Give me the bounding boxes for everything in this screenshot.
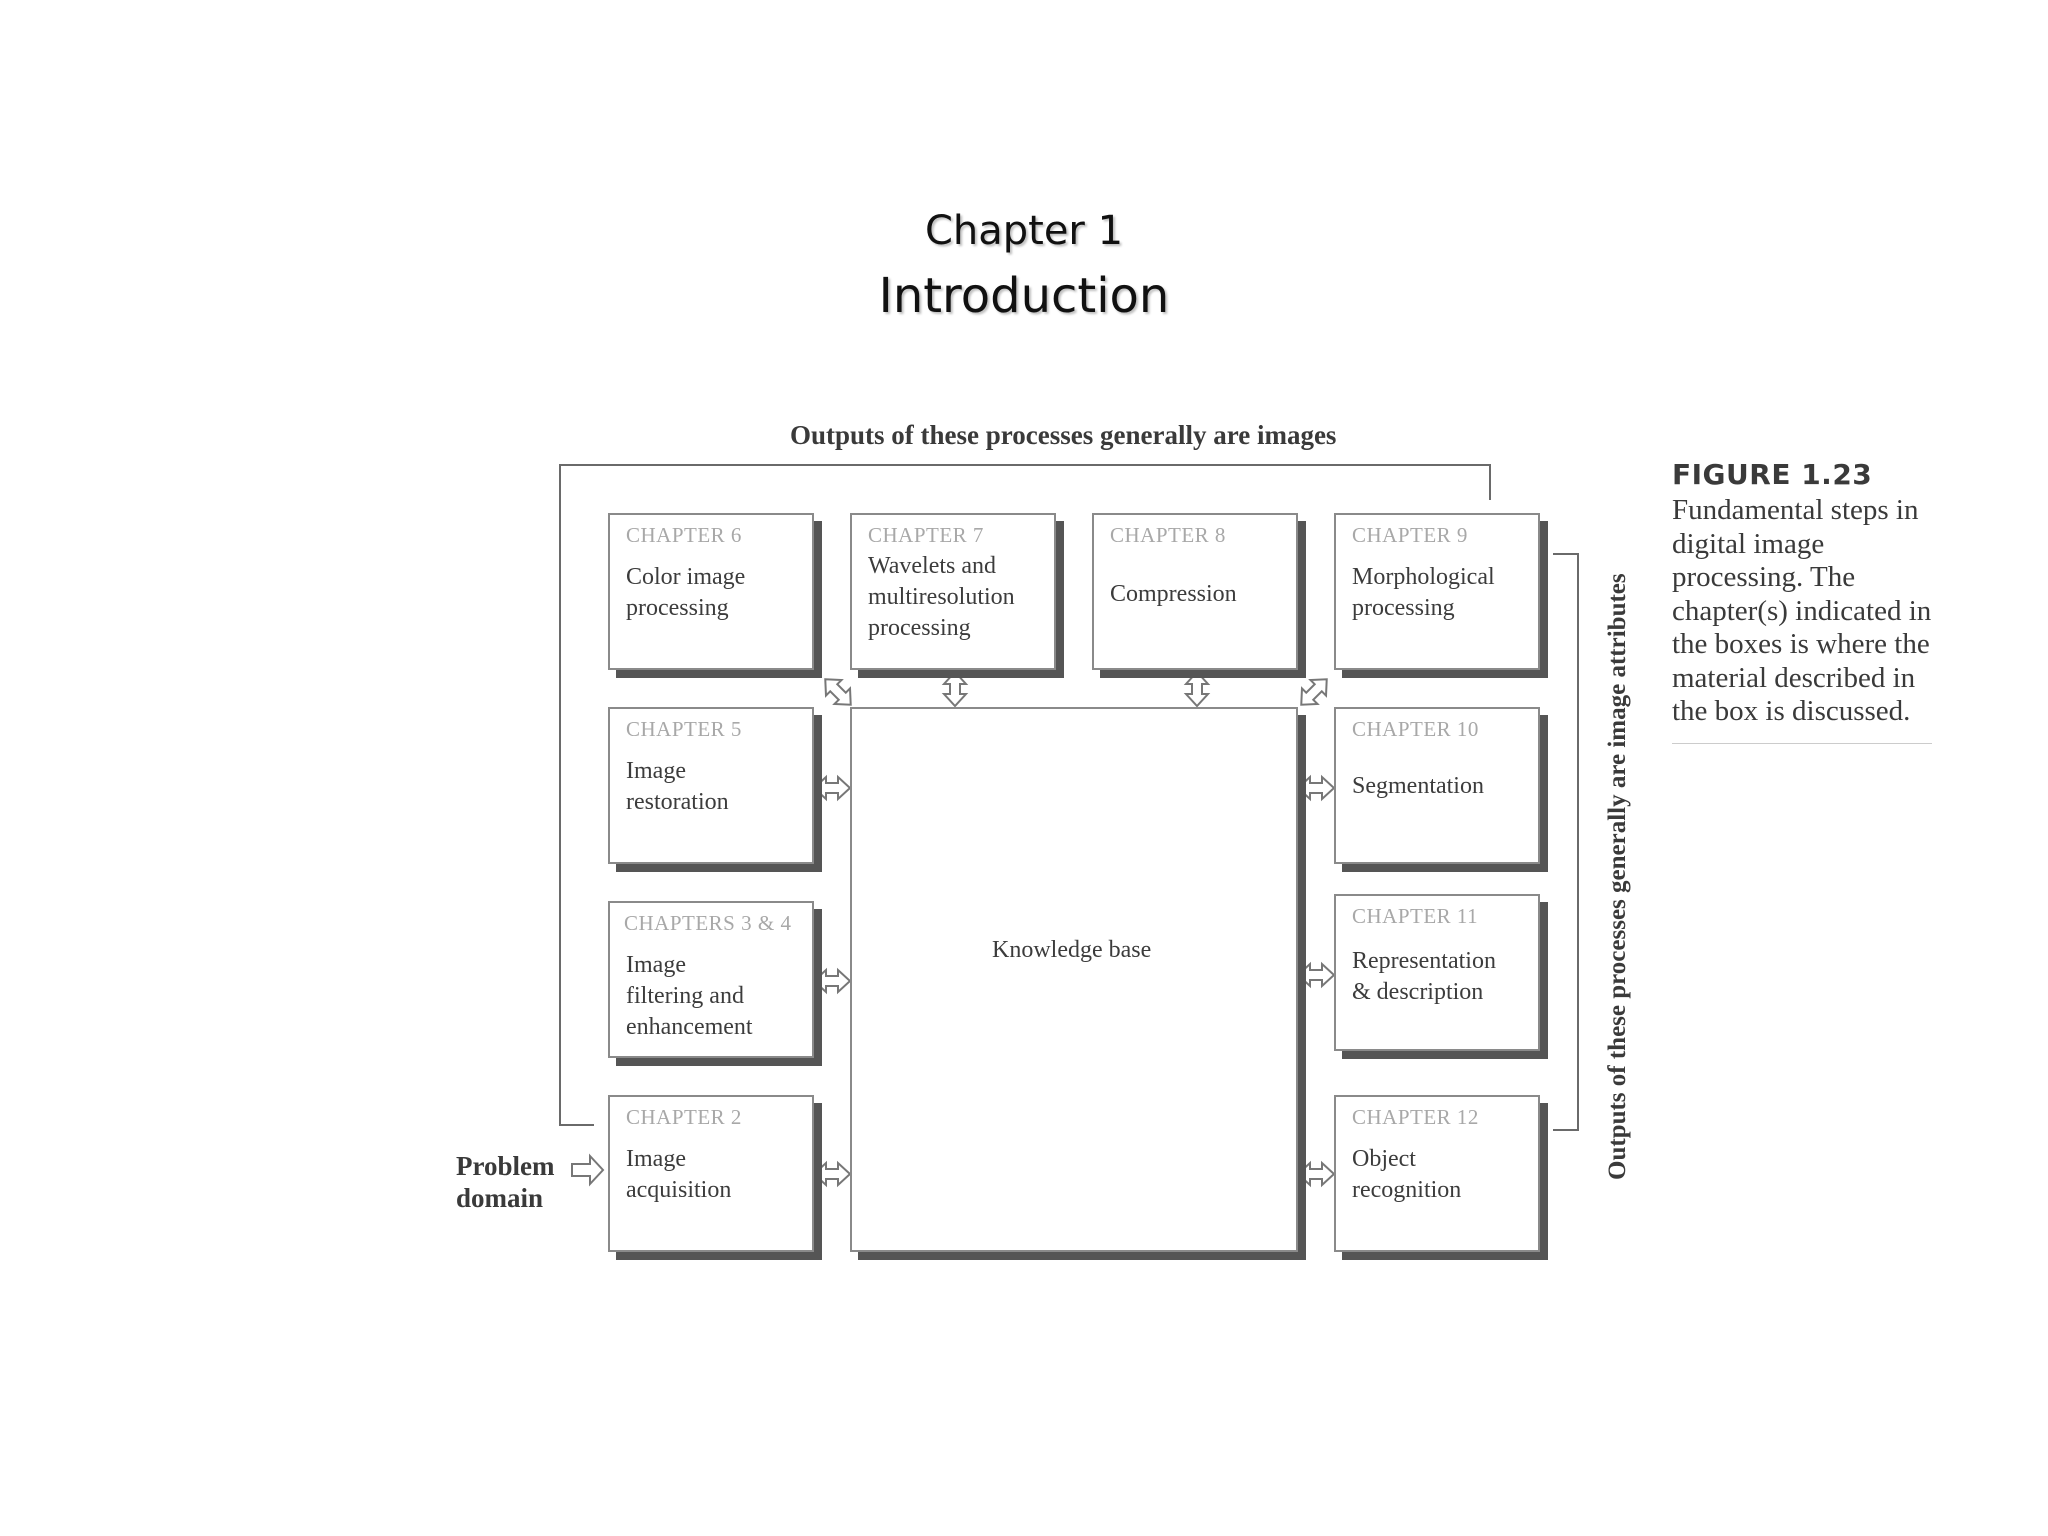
box-morphological-processing: CHAPTER 9 Morphological processing — [1334, 513, 1540, 670]
box-chapter: CHAPTER 10 — [1352, 717, 1479, 741]
box-chapter: CHAPTER 12 — [1352, 1105, 1479, 1129]
box-object-recognition: CHAPTER 12 Object recognition — [1334, 1095, 1540, 1252]
box-wavelets: CHAPTER 7 Wavelets and multiresolution p… — [850, 513, 1056, 670]
box-chapter: CHAPTER 7 — [868, 523, 984, 547]
figure-number: FIGURE 1.23 — [1672, 458, 1873, 491]
diagonal-arrow-ch6 — [824, 678, 852, 706]
diagonal-arrow-ch9 — [1300, 678, 1328, 706]
box-label-line: Image — [626, 952, 686, 978]
double-arrow-ch34 — [812, 967, 852, 995]
problem-label-line-1: Problem — [456, 1151, 555, 1181]
double-arrow-ch12 — [1296, 1160, 1336, 1188]
box-label-line: processing — [1352, 595, 1455, 621]
box-representation: CHAPTER 11 Representation & description — [1334, 894, 1540, 1051]
box-label-line: Segmentation — [1352, 773, 1484, 799]
slide-title: Introduction — [878, 268, 1170, 324]
box-image-filtering: CHAPTERS 3 & 4 Image filtering and enhan… — [608, 901, 814, 1058]
box-label: Representation & description — [1352, 946, 1496, 1008]
box-label: Compression — [1110, 579, 1237, 610]
knowledge-base-box: Knowledge base — [850, 707, 1298, 1252]
box-image-restoration: CHAPTER 5 Image restoration — [608, 707, 814, 864]
knowledge-base-label: Knowledge base — [992, 937, 1152, 963]
box-chapter: CHAPTER 8 — [1110, 523, 1226, 547]
problem-domain-label: Problem domain — [456, 1150, 554, 1214]
figure-caption: Fundamental steps in digital image proce… — [1672, 494, 1932, 744]
box-label-line: recognition — [1352, 1177, 1462, 1203]
problem-label-line-2: domain — [456, 1183, 544, 1213]
box-label-line: filtering and — [626, 983, 744, 1009]
box-image-acquisition: CHAPTER 2 Image acquisition — [608, 1095, 814, 1252]
box-chapter: CHAPTER 9 — [1352, 523, 1468, 547]
box-compression: CHAPTER 8 Compression — [1092, 513, 1298, 670]
box-color-image-processing: CHAPTER 6 Color image processing — [608, 513, 814, 670]
right-bracket — [1553, 553, 1579, 1131]
box-label: Image acquisition — [626, 1144, 731, 1206]
box-chapter: CHAPTER 6 — [626, 523, 742, 547]
box-chapter: CHAPTER 2 — [626, 1105, 742, 1129]
double-arrow-ch8 — [1183, 670, 1211, 708]
double-arrow-ch11 — [1296, 961, 1336, 989]
box-label-line: Object — [1352, 1146, 1416, 1172]
box-label-line: Image — [626, 758, 686, 784]
box-label-line: Color image — [626, 564, 746, 590]
top-bracket — [559, 464, 1491, 1126]
top-caption: Outputs of these processes generally are… — [790, 420, 1337, 450]
box-chapter: CHAPTERS 3 & 4 — [624, 911, 792, 935]
box-label: Color image processing — [626, 562, 745, 624]
box-label-line: & description — [1352, 979, 1484, 1005]
chapter-heading: Chapter 1 — [924, 208, 1124, 254]
box-label-line: Morphological — [1352, 564, 1495, 590]
box-label: Object recognition — [1352, 1144, 1461, 1206]
double-arrow-ch7 — [941, 670, 969, 708]
problem-domain-arrow — [571, 1153, 605, 1187]
double-arrow-ch5 — [812, 774, 852, 802]
box-label-line: Compression — [1110, 581, 1237, 607]
box-label: Morphological processing — [1352, 562, 1495, 624]
box-label-line: Image — [626, 1146, 686, 1172]
double-arrow-ch2 — [812, 1160, 852, 1188]
box-label-line: multiresolution — [868, 584, 1015, 610]
box-label-line: Representation — [1352, 948, 1496, 974]
box-label: Image filtering and enhancement — [626, 950, 753, 1043]
double-arrow-ch10 — [1296, 774, 1336, 802]
box-label: Wavelets and multiresolution processing — [868, 551, 1015, 644]
box-label-line: acquisition — [626, 1177, 732, 1203]
box-chapter: CHAPTER 5 — [626, 717, 742, 741]
box-label: Segmentation — [1352, 771, 1484, 802]
box-chapter: CHAPTER 11 — [1352, 904, 1479, 928]
box-label-line: restoration — [626, 789, 729, 815]
box-label-line: processing — [626, 595, 729, 621]
box-label-line: processing — [868, 615, 971, 641]
box-label-line: enhancement — [626, 1014, 753, 1040]
side-caption: Outputs of these processes generally are… — [1604, 573, 1631, 1180]
box-segmentation: CHAPTER 10 Segmentation — [1334, 707, 1540, 864]
box-label-line: Wavelets and — [868, 553, 997, 579]
box-label: Image restoration — [626, 756, 729, 818]
